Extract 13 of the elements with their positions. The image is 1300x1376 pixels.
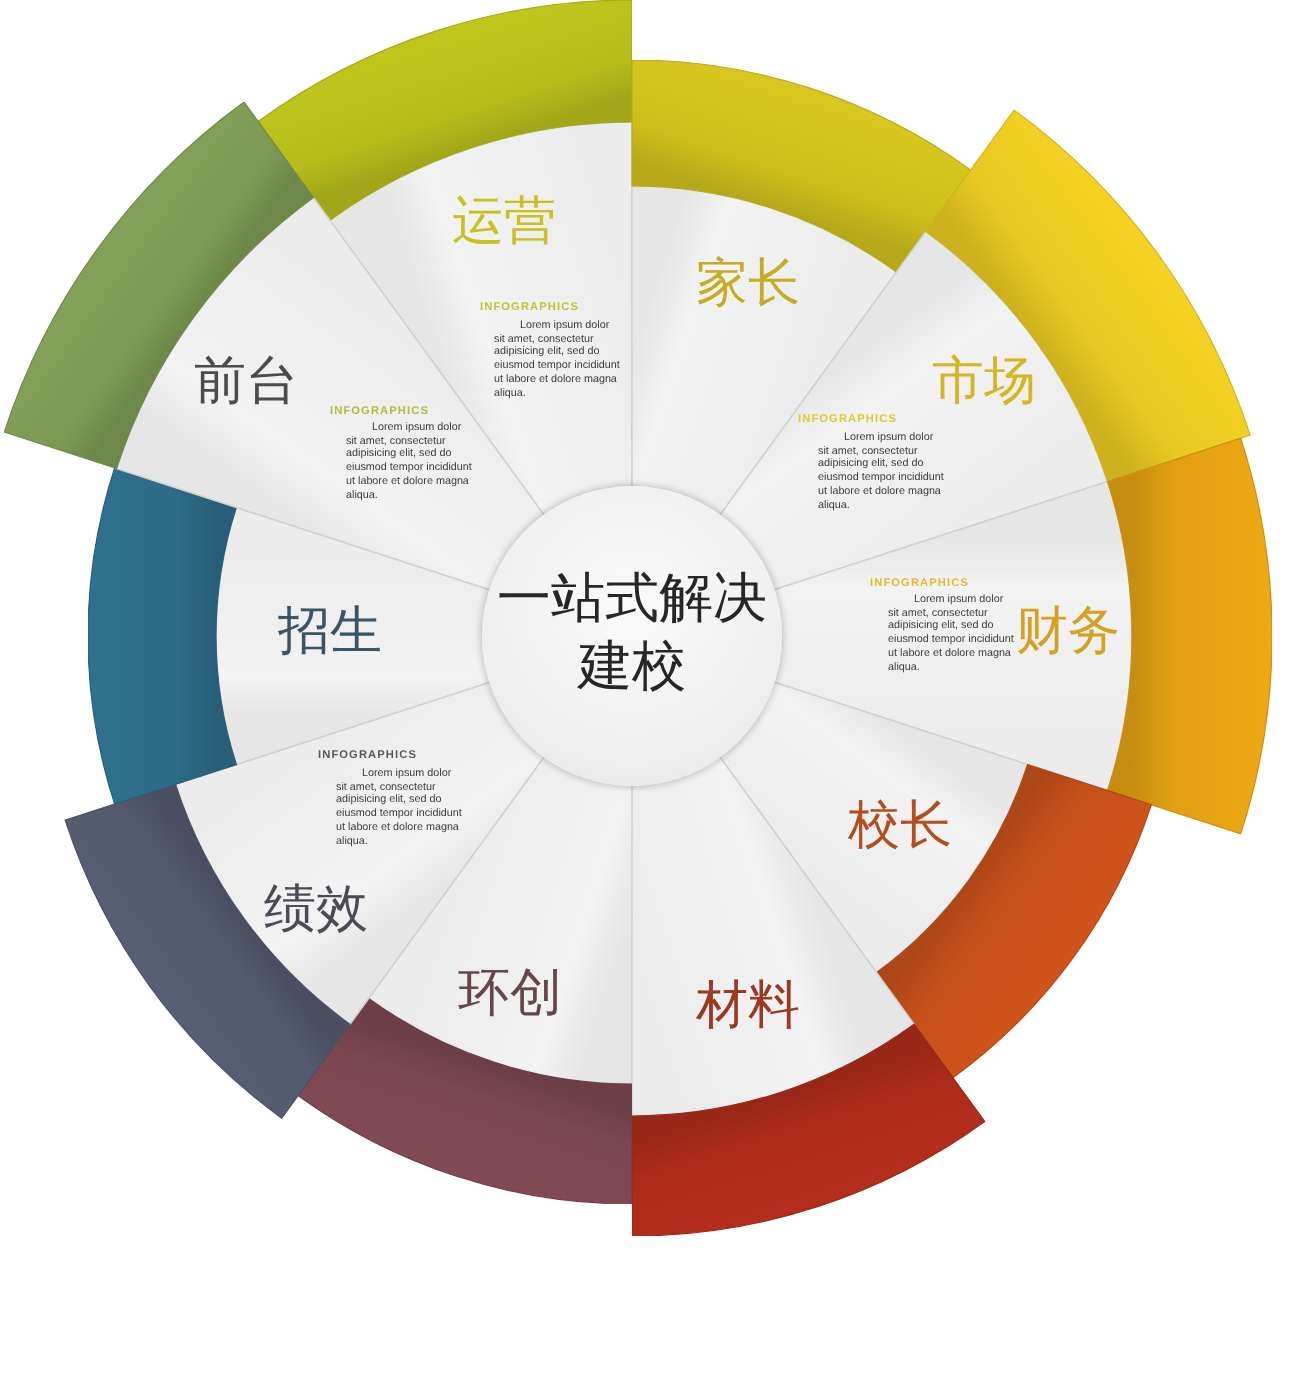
segment-label: 运营	[452, 194, 556, 254]
segment-label: 市场	[932, 354, 1036, 414]
segment-label: 招生	[278, 604, 382, 664]
center-title: 一站式解决建校	[495, 566, 769, 702]
segment-label: 绩效	[264, 882, 368, 942]
pie-segment	[632, 754, 986, 1236]
segment-label: 家长	[696, 256, 800, 316]
segment-label: 环创	[458, 966, 562, 1026]
segment-label: 财务	[1016, 604, 1120, 664]
segment-label: 前台	[194, 354, 298, 414]
segment-label: 材料	[696, 978, 800, 1038]
pie-segment	[88, 466, 492, 806]
segment-label: 校长	[848, 798, 952, 858]
